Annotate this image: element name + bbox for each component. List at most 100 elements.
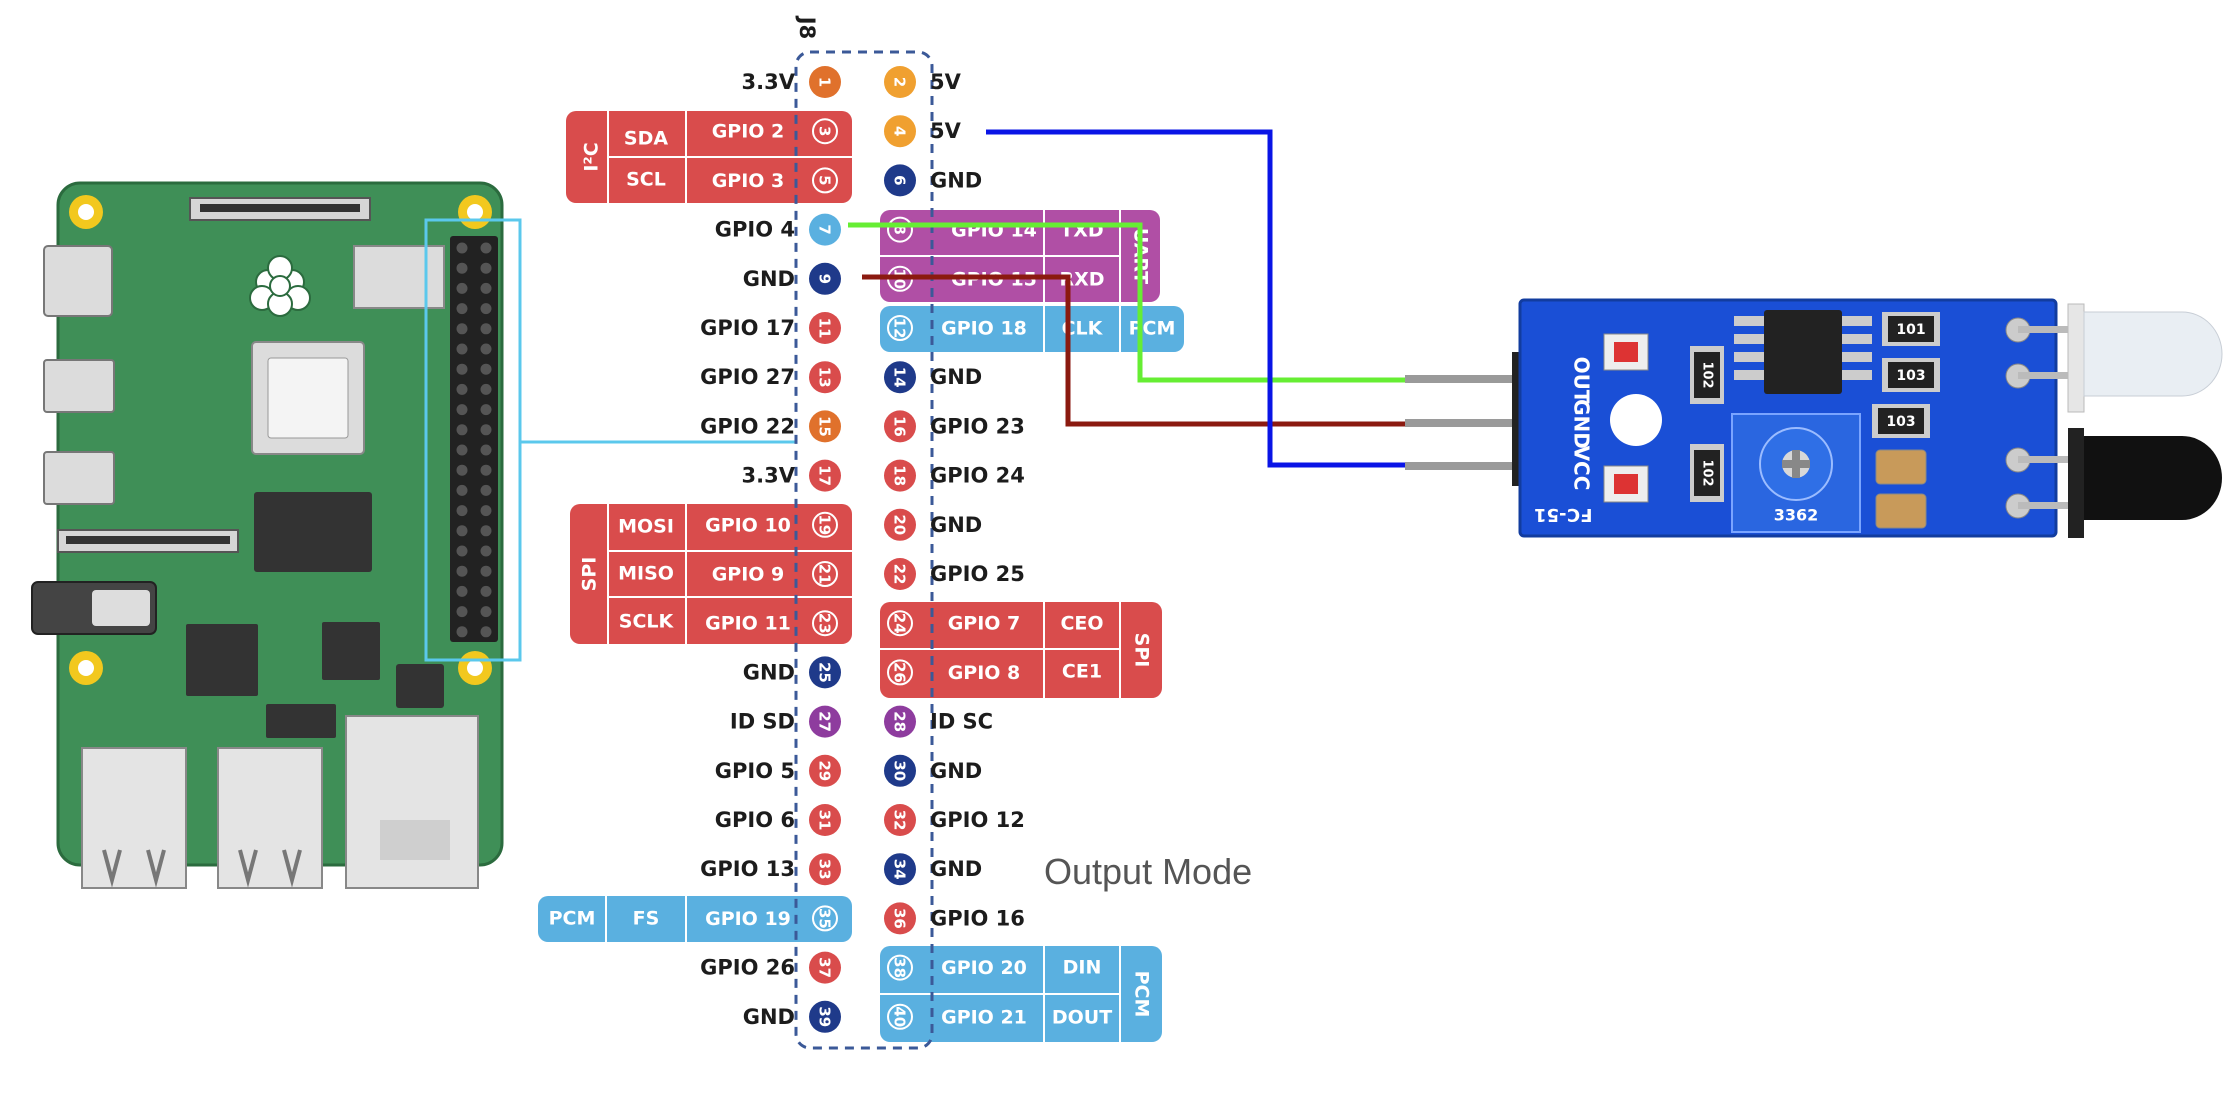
resistor-2: 102	[1700, 361, 1715, 388]
wire-out-green	[848, 222, 1430, 383]
spi-right-name: SPI	[1131, 633, 1153, 668]
pin-label: GPIO 20	[941, 957, 1027, 979]
ethernet-port	[345, 715, 479, 889]
pcm-fs-label: FS	[633, 908, 660, 930]
pin-18: 18 GPIO 24	[884, 459, 1025, 492]
pin-label: GPIO 6	[715, 808, 795, 832]
i2c-scl-label: SCL	[626, 169, 666, 191]
pin-marker	[809, 361, 841, 394]
pin-marker	[884, 459, 916, 492]
pin-number: 28	[891, 711, 909, 732]
pin-label: GND	[743, 660, 795, 684]
raspberry-logo	[249, 255, 311, 317]
hdmi-port-2	[43, 451, 115, 505]
pin-label: ID SD	[730, 710, 795, 734]
ram-chip	[254, 492, 372, 572]
pin-number: 26	[891, 662, 909, 683]
pin-number: 7	[816, 224, 834, 234]
pin-number: 35	[816, 908, 834, 929]
spi-ce1-label: CE1	[1062, 661, 1102, 683]
pin-label: GPIO 8	[948, 662, 1021, 684]
spi-ceo-label: CEO	[1060, 613, 1103, 635]
pin-number: 21	[816, 564, 834, 585]
pin-number: 6	[891, 175, 909, 185]
pin-label: GPIO 27	[700, 365, 795, 389]
pin-label: GND	[930, 759, 982, 783]
pin-marker	[809, 951, 841, 984]
resistor-1: 101	[1896, 322, 1925, 338]
pin-marker	[809, 656, 841, 689]
pin-number: 34	[891, 859, 909, 880]
pin-label: GPIO 21	[941, 1006, 1027, 1028]
pin-number: 9	[816, 274, 834, 284]
pin-label: GPIO 7	[948, 613, 1021, 635]
pin-24: 24 GPIO 7	[884, 607, 1021, 640]
pin-label: GND	[930, 513, 982, 537]
header-label: J8	[795, 15, 819, 39]
wires	[848, 129, 1450, 468]
spi-sclk-label: SCLK	[619, 611, 675, 633]
pin-1: 13.3V	[742, 66, 841, 98]
pot-label: 3362	[1774, 506, 1819, 525]
usb-port-2	[217, 747, 323, 889]
output-mode-note: Output Mode	[1044, 851, 1252, 892]
pin-number: 18	[891, 465, 909, 486]
pin-number: 32	[891, 810, 909, 831]
pin-label: GPIO 23	[930, 414, 1025, 438]
pin-7: 7 GPIO 4	[715, 213, 841, 246]
pin-20: 20 GND	[884, 508, 982, 541]
pin-label: GPIO 13	[700, 857, 795, 881]
usb-c-port	[43, 245, 113, 317]
pin-marker	[809, 262, 841, 295]
pin-label: 5V	[930, 70, 962, 94]
pin-number: 20	[891, 514, 909, 535]
pin-label: GPIO 2	[712, 121, 785, 143]
i2c-name: I²C	[581, 142, 603, 171]
hdmi-port-1	[43, 359, 115, 413]
pin-marker	[809, 754, 841, 787]
pin-number: 24	[891, 613, 909, 634]
pcm-data-name: PCM	[1131, 971, 1153, 1018]
sensor-pin-vcc: VCC	[1570, 446, 1594, 491]
pin-8: 8	[884, 213, 916, 246]
pin-marker	[809, 853, 841, 886]
sensor-pin-gnd: GND	[1570, 399, 1594, 449]
pin-number: 1	[816, 77, 834, 87]
pin-marker	[884, 853, 916, 886]
spi-left-group: SPI MOSI MISO SCLK	[570, 504, 852, 644]
pin-marker	[884, 164, 916, 197]
i2c-sda-label: SDA	[624, 128, 668, 150]
pin-number: 37	[816, 957, 834, 978]
pin-marker	[809, 804, 841, 836]
pin-label: GPIO 3	[712, 170, 785, 192]
pin-label: 5V	[930, 119, 962, 143]
resistor-3: 103	[1896, 368, 1925, 384]
pin-label: GPIO 26	[700, 956, 795, 980]
pin-26: 26 GPIO 8	[884, 656, 1021, 689]
pin-number: 3	[816, 126, 834, 136]
pin-number: 22	[891, 564, 909, 585]
pcm-dout-label: DOUT	[1052, 1007, 1112, 1029]
pcm-din-label: DIN	[1063, 957, 1102, 979]
pin-number: 5	[816, 175, 834, 185]
pin-label: GND	[743, 1005, 795, 1029]
ir-emitter-led	[2067, 303, 2223, 413]
pin-label: GPIO 24	[930, 464, 1025, 488]
raspberry-pi-board	[31, 181, 796, 889]
pin-number: 38	[891, 957, 909, 978]
pin-25: 25 GND	[743, 656, 841, 689]
pin-label: GPIO 4	[715, 218, 795, 242]
pin-number: 25	[816, 662, 834, 683]
pin-38: 38 GPIO 20	[884, 951, 1027, 984]
pin-marker	[884, 705, 916, 738]
